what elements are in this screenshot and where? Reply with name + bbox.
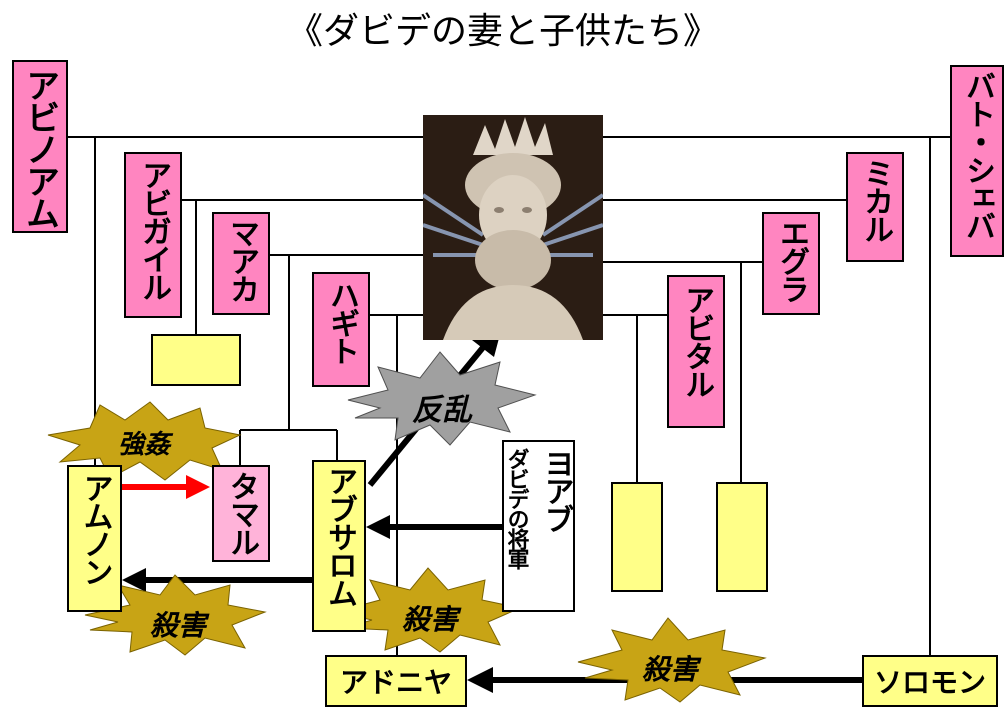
rape-arrowhead [186, 475, 210, 499]
child-of-abital [611, 482, 663, 592]
child-of-abigail [151, 334, 241, 386]
burst-rebellion [347, 351, 537, 446]
murder-absalom-arrowhead [366, 515, 390, 539]
wife-ahinoam: アビノアム [12, 60, 68, 233]
child-absalom: アブサロム [312, 460, 366, 632]
event-rebellion-label: 反乱 [412, 393, 472, 428]
page-title: 《ダビデの妻と子供たち》 [286, 11, 719, 52]
burst-rape [47, 401, 242, 481]
murder-amnon-arrowhead [122, 568, 146, 592]
burst-murder-absalom [334, 567, 522, 653]
wife-abigail: アビガイル [124, 152, 182, 318]
child-adonijah: アドニヤ [325, 655, 467, 707]
wife-maacah: マアカ [212, 212, 270, 315]
child-of-eglah [716, 482, 768, 592]
wife-michal: ミカル [846, 152, 904, 262]
child-amnon: アムノン [67, 465, 122, 612]
murder-adonijah-arrowhead [467, 667, 493, 693]
crowned-king-statue-icon [423, 115, 603, 340]
event-rape-label: 強姦 [118, 430, 171, 460]
event-murder-adonijah-label: 殺害 [642, 653, 699, 686]
child-tamar: タマル [212, 465, 270, 562]
event-murder-amnon-label: 殺害 [150, 609, 207, 642]
event-murder-absalom-label: 殺害 [402, 603, 459, 636]
burst-murder-adonijah [577, 617, 767, 703]
wife-abital: アビタル [667, 275, 725, 428]
joab-box: ヨアブ ダビデの将軍 [502, 440, 575, 612]
burst-murder-amnon [84, 574, 267, 656]
wife-haggith: ハギト [312, 272, 370, 387]
king-david-image [423, 115, 603, 340]
child-solomon: ソロモン [862, 655, 998, 707]
wife-bathsheba: バト・シェバ [950, 65, 1004, 257]
wife-eglah: エグラ [762, 212, 820, 315]
